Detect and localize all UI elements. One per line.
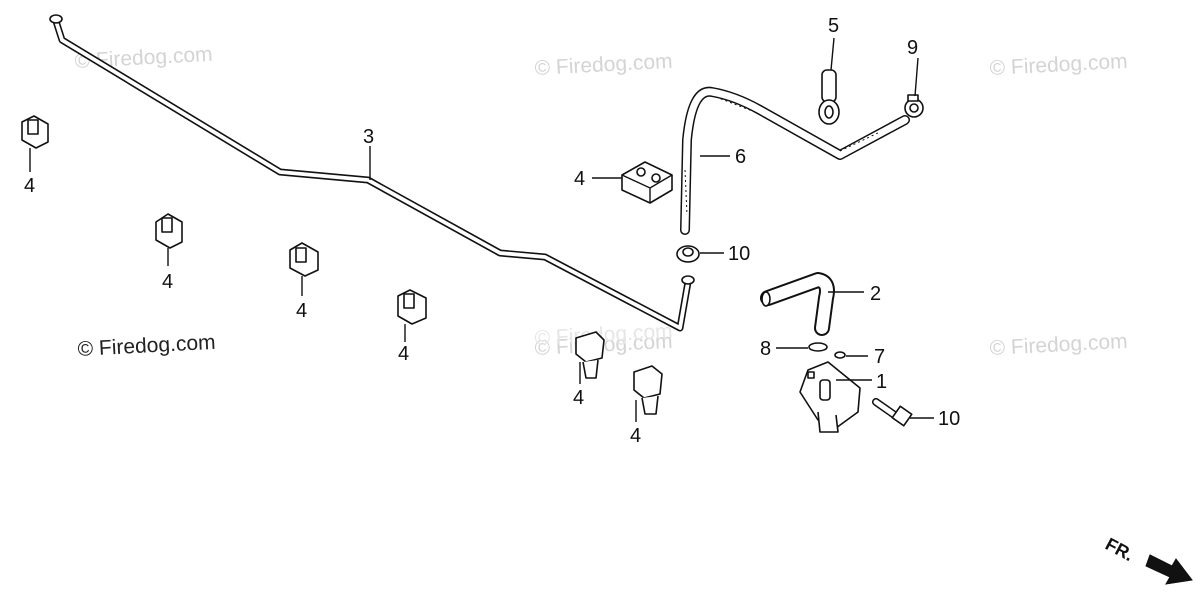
callout-6: 5 [828,15,839,37]
callout-4: 4 [630,425,641,447]
callout-10: 10 [728,243,750,265]
clip-part-4 [289,242,319,277]
clip-part-4 [21,115,49,149]
callout-4: 4 [24,175,35,197]
callout-4: 4 [398,343,409,365]
hose-clip-part-10 [904,94,924,118]
front-direction-indicator: FR. [1102,534,1193,585]
hose-part-7 [680,86,910,235]
bracket-part-1 [799,361,861,433]
watermark: © Firedog.com [77,331,216,361]
callout-7: 6 [735,146,746,168]
tube-part-3 [49,14,695,332]
callout-5: 4 [574,168,585,190]
clip-part-4 [575,331,605,379]
callout-8: 7 [874,346,885,368]
callout-2: 2 [870,283,881,305]
leader-lines [29,37,934,422]
callout-4: 4 [573,387,584,409]
hose-clip-part-10 [676,245,700,263]
watermark: © Firedog.com [534,50,673,80]
seal-part-8 [834,351,846,359]
callout-4: 4 [296,300,307,322]
callout-4: 4 [162,271,173,293]
callout-3: 3 [363,126,374,148]
callout-9: 8 [760,338,771,360]
watermark: © Firedog.com [989,330,1128,360]
bolt-part-11 [872,398,913,427]
o-ring-part-9 [808,342,828,352]
clip-part-4 [633,365,663,415]
callout-1: 1 [876,371,887,393]
callout-10: 9 [907,37,918,59]
clamp-part-6 [818,69,840,125]
clip-part-4 [397,289,427,325]
clip-part-4 [155,213,183,249]
callout-11: 10 [938,408,960,430]
elbow-hose-part-2 [760,272,835,336]
watermark: © Firedog.com [989,50,1128,80]
holder-block-part-5 [621,161,673,204]
arrow-right-down-icon [1145,554,1193,585]
front-label: FR. [1102,534,1137,565]
